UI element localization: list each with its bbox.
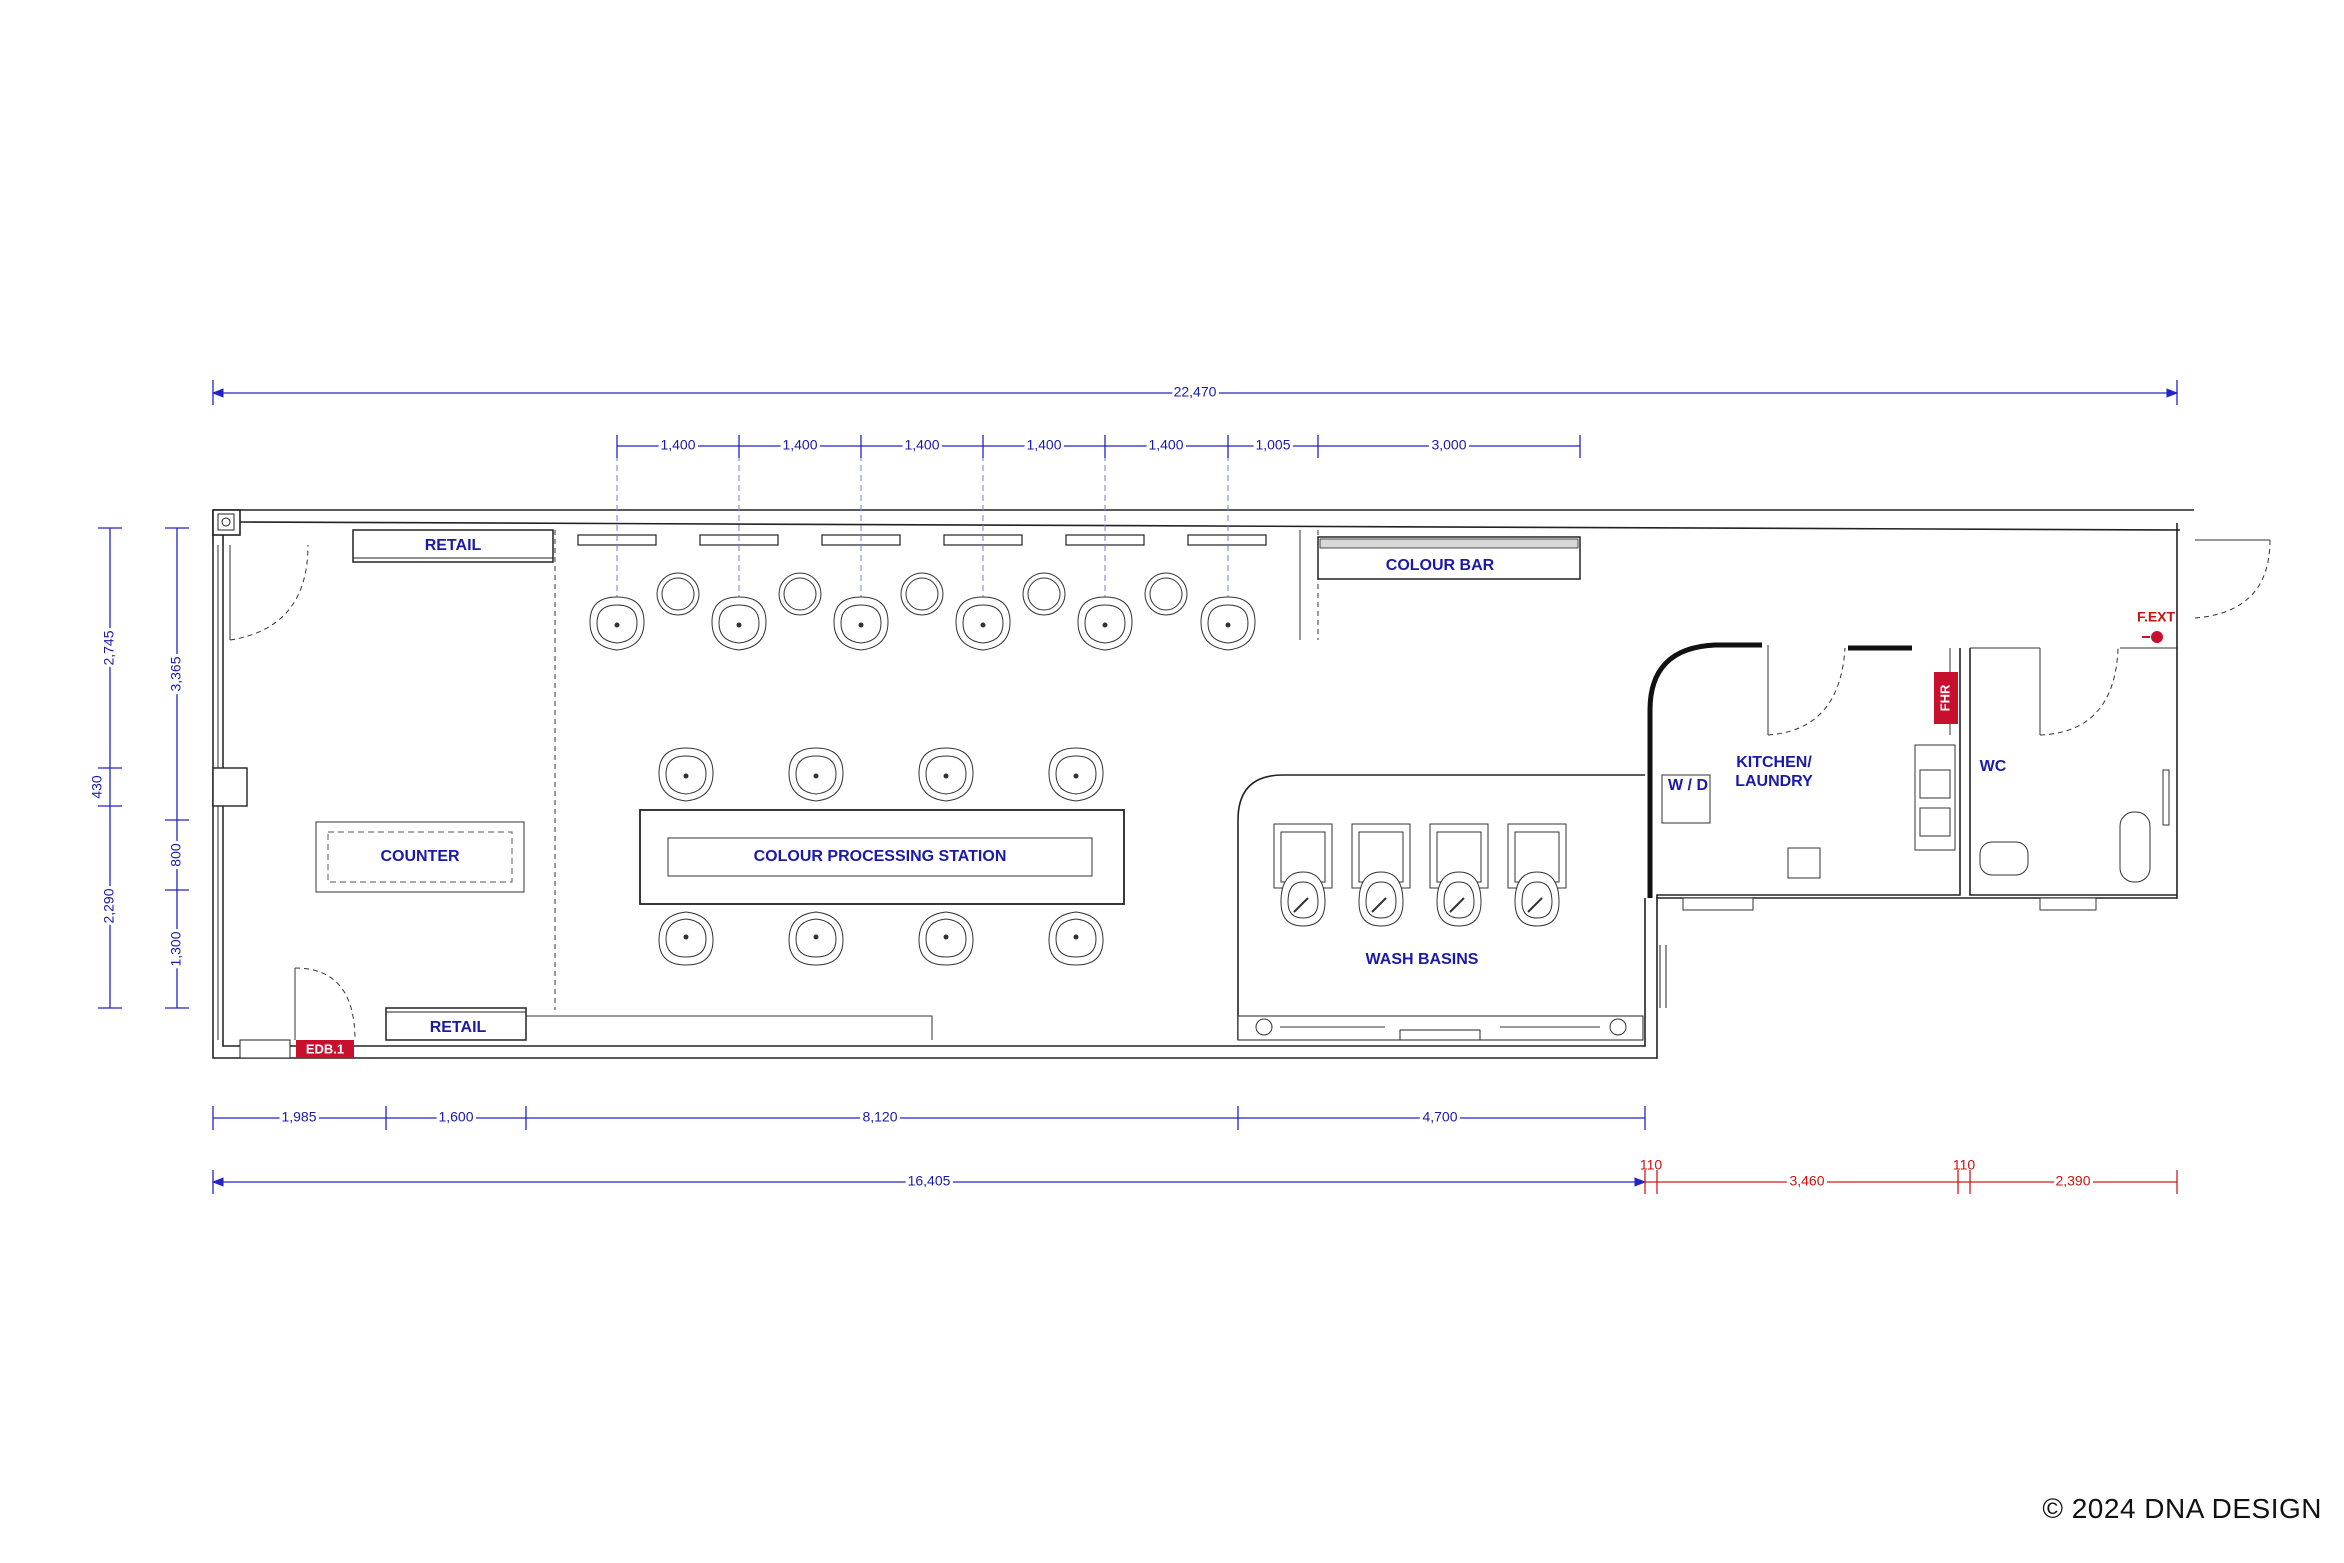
dimension-overall: 22,470 — [211, 380, 2179, 405]
dim-bottom-1: 1,985 — [281, 1109, 316, 1125]
label-retail-top: RETAIL — [425, 537, 482, 554]
dim-top-4: 1,400 — [1026, 437, 1061, 453]
label-kitchen-line2: LAUNDRY — [1735, 773, 1813, 790]
dimension-bottom-row2: 16,405 110 3,460 110 2,390 — [211, 1157, 2178, 1194]
dimension-bottom-row1: 1,985 1,600 8,120 4,700 — [212, 1106, 1646, 1130]
colour-processing-station-unit — [639, 809, 1125, 905]
safety-tags: FHR F.EXT EDB.1 — [296, 609, 2176, 1058]
partitions — [554, 530, 2177, 1041]
dim-top-1: 1,400 — [660, 437, 695, 453]
dim-left-inner-2: 800 — [168, 843, 184, 867]
label-wd: W / D — [1668, 777, 1708, 794]
label-fext: F.EXT — [2137, 609, 2176, 625]
dim-red-4: 2,390 — [2055, 1173, 2090, 1189]
styling-chairs — [589, 572, 1256, 651]
dim-top-2: 1,400 — [782, 437, 817, 453]
dim-red-2: 3,460 — [1789, 1173, 1824, 1189]
counter-unit — [315, 821, 525, 893]
dim-top-7: 3,000 — [1431, 437, 1466, 453]
label-wc: WC — [1980, 758, 2007, 775]
label-colour-processing-station: COLOUR PROCESSING STATION — [754, 848, 1007, 865]
label-edb: EDB.1 — [306, 1041, 344, 1056]
retail-unit-bottom — [385, 1007, 527, 1041]
chair-guides — [616, 445, 1229, 620]
dim-left-outer-3: 2,290 — [101, 888, 117, 923]
label-retail-bottom: RETAIL — [430, 1019, 487, 1036]
dim-overall-text: 22,470 — [1174, 384, 1217, 400]
dim-left-inner-1: 3,365 — [168, 656, 184, 691]
dim-top-5: 1,400 — [1148, 437, 1183, 453]
copyright-notice: © 2024 DNA DESIGN — [2042, 1493, 2322, 1524]
dim-bottom-overall-left: 16,405 — [908, 1173, 951, 1189]
retail-unit-top — [352, 529, 554, 563]
fire-extinguisher-icon — [2151, 631, 2163, 643]
dimension-top-spacing: 1,400 1,400 1,400 1,400 1,400 1,005 3,00… — [616, 434, 1581, 458]
dim-left-outer-1: 2,745 — [101, 630, 117, 665]
dim-top-3: 1,400 — [904, 437, 939, 453]
dimension-left-inner: 3,365 800 1,300 — [165, 527, 189, 1009]
dim-bottom-3: 8,120 — [862, 1109, 897, 1125]
dim-red-1: 110 — [1640, 1157, 1663, 1173]
dim-top-6: 1,005 — [1255, 437, 1290, 453]
fhr-tag — [1934, 672, 1958, 724]
dim-red-3: 110 — [1953, 1157, 1976, 1173]
dim-left-outer-2: 430 — [89, 775, 105, 799]
label-fhr: FHR — [1937, 684, 1952, 711]
label-wash-basins: WASH BASINS — [1366, 951, 1479, 968]
dimension-left-outer: 2,745 430 2,290 — [89, 527, 122, 1009]
room-labels: RETAIL COLOUR BAR COUNTER COLOUR PROCESS… — [380, 537, 2006, 1036]
dim-bottom-4: 4,700 — [1422, 1109, 1457, 1125]
dim-bottom-2: 1,600 — [438, 1109, 473, 1125]
label-kitchen-line1: KITCHEN/ — [1736, 754, 1812, 771]
dim-left-inner-3: 1,300 — [168, 931, 184, 966]
label-colour-bar: COLOUR BAR — [1386, 557, 1495, 574]
label-counter: COUNTER — [380, 848, 460, 865]
building-shell — [212, 509, 2271, 1059]
edb-tag — [296, 1040, 354, 1058]
wash-basin-units — [1273, 823, 1567, 927]
